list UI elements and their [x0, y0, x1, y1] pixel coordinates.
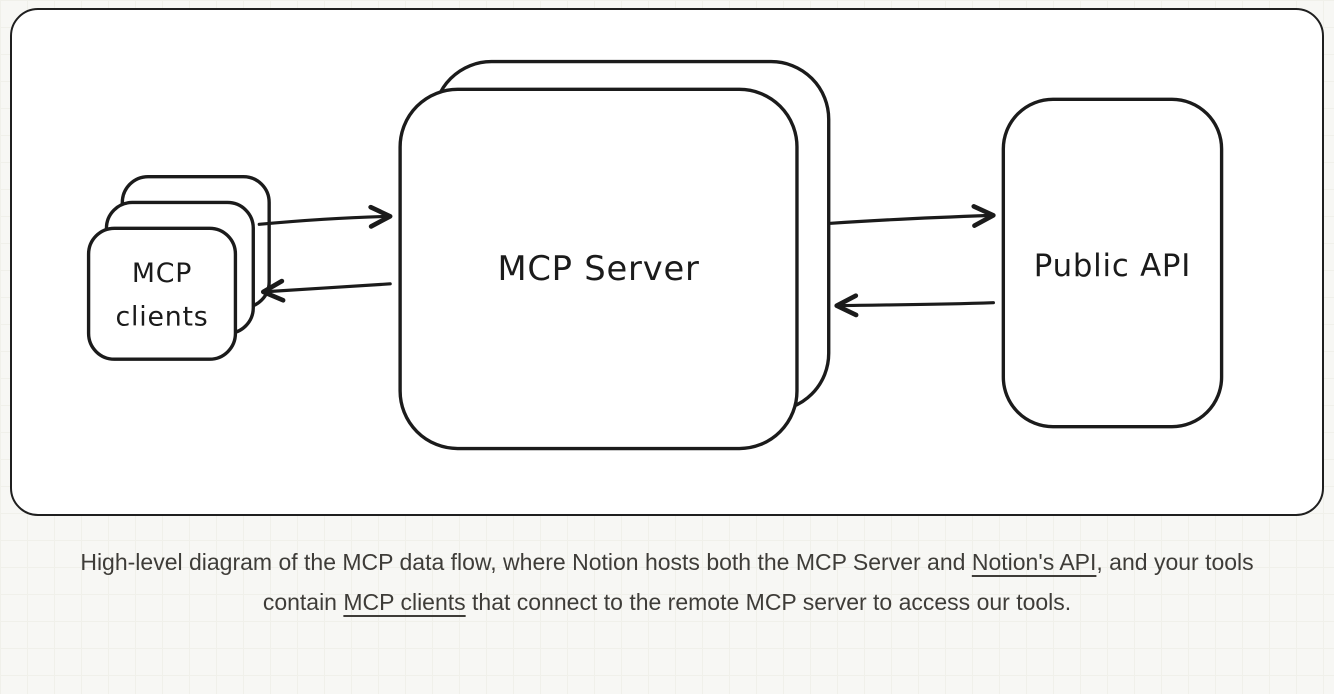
public-api-label: Public API — [1034, 248, 1191, 284]
notions-api-link[interactable]: Notion's API — [971, 549, 1097, 575]
mcp-clients-node: MCP clients — [86, 174, 271, 361]
mcp-server-node: MCP Server — [398, 59, 831, 451]
mcp-clients-label-line2: clients — [116, 301, 209, 332]
arrow-server-to-clients — [260, 278, 392, 303]
public-api-card — [1001, 97, 1224, 429]
arrow-api-to-server — [834, 293, 995, 318]
mcp-clients-link[interactable]: MCP clients — [343, 589, 466, 615]
mcp-server-label: MCP Server — [497, 249, 699, 288]
diagram-card: MCP clients MCP Server Public API — [10, 8, 1324, 516]
mcp-flow-diagram: MCP clients MCP Server Public API — [86, 59, 1224, 451]
public-api-node: Public API — [1001, 97, 1224, 429]
caption: High-level diagram of the MCP data flow,… — [75, 542, 1260, 622]
arrow-server-to-api — [829, 204, 996, 228]
caption-text-2: , and your tools contain — [262, 549, 1254, 615]
mcp-server-card-front — [398, 87, 799, 451]
caption-text-1: High-level diagram of the MCP data flow,… — [80, 549, 972, 575]
arrow-clients-to-server — [257, 204, 393, 229]
caption-text-3: that connect to the remote MCP server to… — [465, 589, 1072, 615]
mcp-clients-card-front — [86, 226, 238, 361]
mcp-clients-label-line1: MCP — [132, 258, 192, 289]
